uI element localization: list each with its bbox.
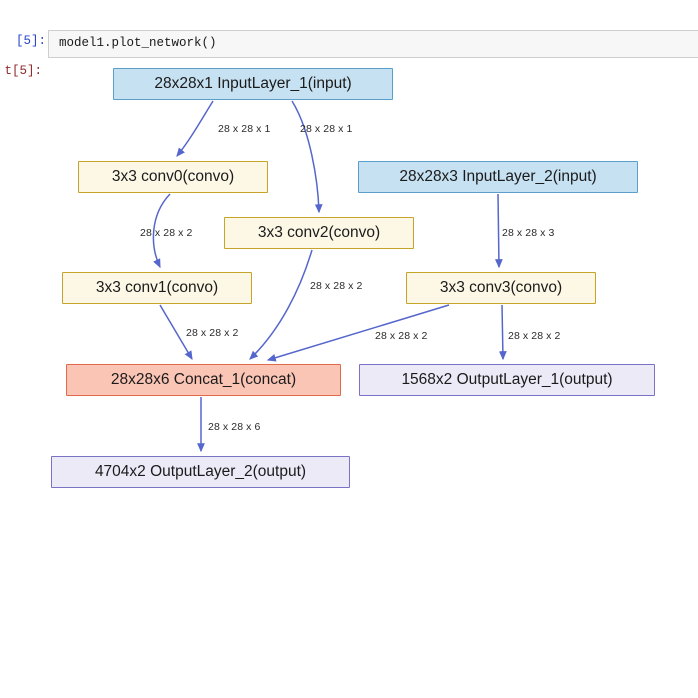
node-conv3[interactable]: 3x3 conv3(convo) [406, 272, 596, 304]
edge-input1-conv2 [291, 100, 323, 214]
node-conv0[interactable]: 3x3 conv0(convo) [78, 161, 268, 193]
node-label: 1568x2 OutputLayer_1(output) [401, 371, 613, 388]
code-input-area[interactable]: model1.plot_network() [48, 30, 698, 58]
edge-label-conv2-concat1: 28 x 28 x 2 [310, 280, 363, 292]
input-prompt-label: [5]: [15, 34, 46, 48]
node-conv1[interactable]: 3x3 conv1(convo) [62, 272, 252, 304]
edge-label-conv1-concat1: 28 x 28 x 2 [186, 327, 239, 339]
edge-conv3-output1 [498, 304, 507, 361]
edge-label-input1-conv2: 28 x 28 x 1 [300, 123, 353, 135]
node-input1[interactable]: 28x28x1 InputLayer_1(input) [113, 68, 393, 100]
node-concat1[interactable]: 28x28x6 Concat_1(concat) [66, 364, 341, 396]
node-label: 4704x2 OutputLayer_2(output) [94, 463, 307, 480]
node-label: 28x28x3 InputLayer_2(input) [399, 168, 597, 185]
edge-input2-conv3 [494, 193, 503, 269]
notebook-code-cell: [5]: model1.plot_network() [0, 30, 698, 58]
edge-input1-conv0 [176, 100, 214, 157]
edge-label-input1-conv0: 28 x 28 x 1 [218, 123, 271, 135]
output-prompt-label: t[5]: [4, 64, 42, 78]
edge-label-input2-conv3: 28 x 28 x 3 [502, 227, 555, 239]
node-label: 3x3 conv2(convo) [257, 224, 381, 241]
node-label: 28x28x1 InputLayer_1(input) [154, 75, 352, 92]
edge-label-concat1-output2: 28 x 28 x 6 [208, 421, 261, 433]
node-conv2[interactable]: 3x3 conv2(convo) [224, 217, 414, 249]
edge-label-conv3-concat1: 28 x 28 x 2 [375, 330, 428, 342]
node-input2[interactable]: 28x28x3 InputLayer_2(input) [358, 161, 638, 193]
edge-conv2-concat1 [249, 249, 313, 360]
code-text: model1.plot_network() [59, 36, 217, 50]
node-label: 28x28x6 Concat_1(concat) [110, 371, 297, 388]
node-output1[interactable]: 1568x2 OutputLayer_1(output) [359, 364, 655, 396]
node-label: 3x3 conv3(convo) [439, 279, 563, 296]
node-label: 3x3 conv0(convo) [111, 168, 235, 185]
node-label: 3x3 conv1(convo) [95, 279, 219, 296]
edge-label-conv0-conv1: 28 x 28 x 2 [140, 227, 193, 239]
edge-label-conv3-output1: 28 x 28 x 2 [508, 330, 561, 342]
node-output2[interactable]: 4704x2 OutputLayer_2(output) [51, 456, 350, 488]
